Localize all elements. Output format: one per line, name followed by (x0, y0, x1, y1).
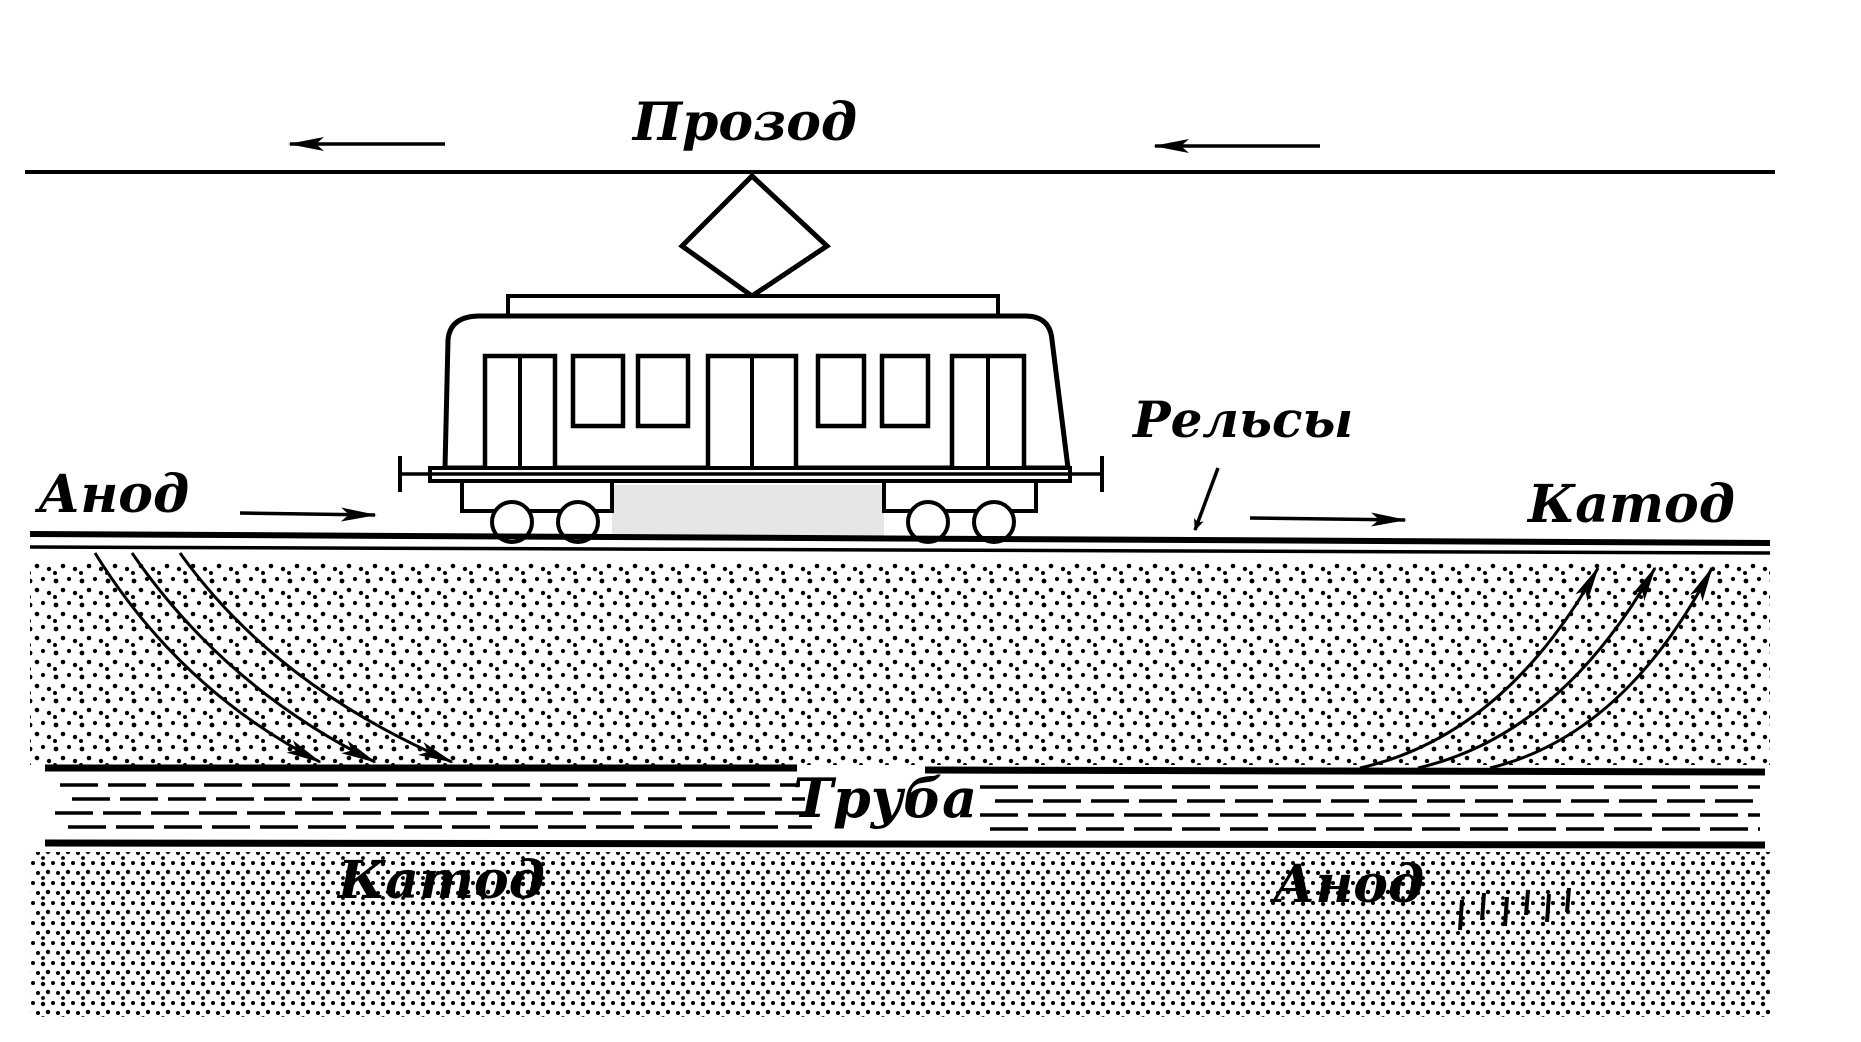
rails-label: Рельсы (1131, 390, 1353, 449)
pipe: Труба Катод Анод (44, 764, 1770, 915)
pipe-top-wall-right (924, 766, 1766, 776)
return-currents-right (1359, 566, 1714, 770)
rail-anode-label: Анод (34, 464, 189, 525)
tram-windows (570, 353, 931, 429)
undercarriage (612, 485, 884, 537)
rails-group: Рельсы Анод Катод (29, 390, 1771, 555)
pipe-hatching (55, 783, 1760, 831)
return-arrow-3 (1489, 566, 1714, 770)
return-arrow-1 (1359, 566, 1600, 770)
pipe-anode-label: Анод (1269, 854, 1424, 915)
tram-doors (482, 353, 1027, 474)
rail-cathode-label: Катод (1526, 474, 1735, 535)
rail-current-arrow-right (1249, 512, 1407, 527)
rail-bottom (29, 545, 1771, 555)
pipe-bottom-wall (44, 839, 1766, 849)
tram-wheels (490, 500, 1016, 544)
tram-bogies (460, 479, 1038, 513)
rails-pointer (1193, 467, 1220, 531)
tram-roof (506, 294, 1000, 318)
rail-top (29, 531, 1771, 546)
overhead-wire-group: Прозод (25, 92, 1775, 174)
rail-current-arrow-left (239, 507, 377, 522)
upper-soil (30, 560, 1770, 765)
leakage-currents-left (93, 552, 454, 764)
return-arrow-2 (1417, 566, 1657, 770)
pipe-label: Труба (793, 766, 977, 830)
leak-arrow-3 (178, 552, 454, 764)
lower-soil (30, 852, 1770, 1017)
tram (398, 172, 1104, 544)
pipe-cathode-label: Катод (336, 850, 545, 911)
leak-arrow-2 (130, 552, 377, 764)
pantograph (678, 172, 832, 300)
corrosion-marks (1458, 887, 1571, 931)
leak-arrow-1 (93, 552, 322, 764)
wire-label: Прозод (631, 92, 857, 153)
